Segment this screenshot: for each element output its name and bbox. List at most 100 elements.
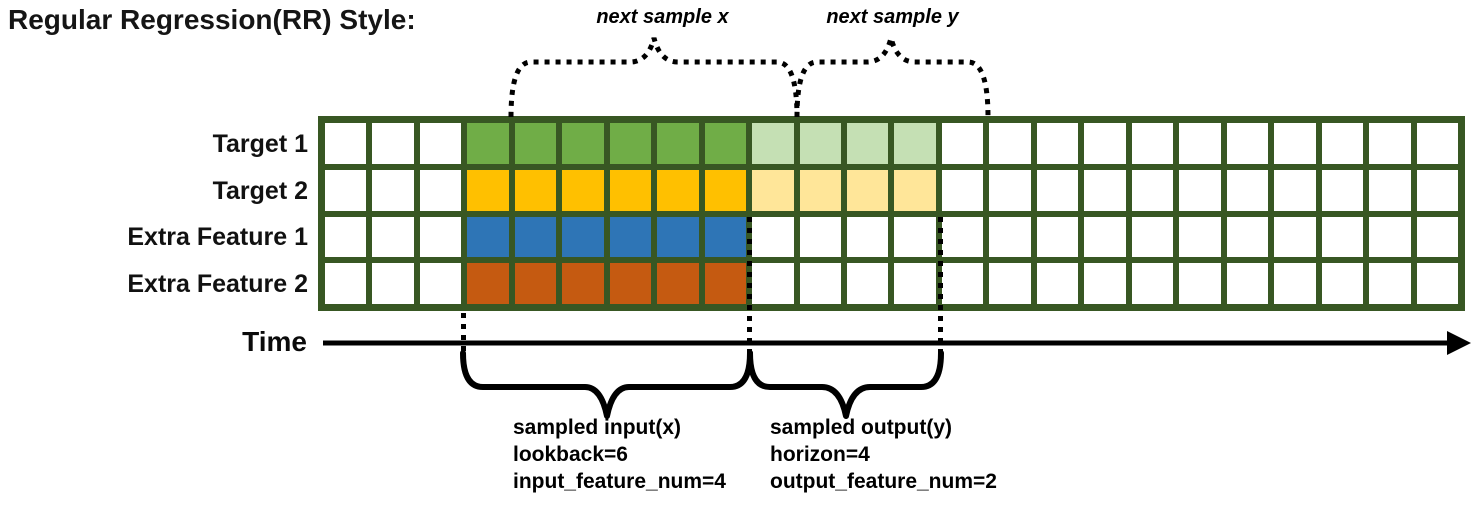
grid-cell (1036, 216, 1079, 258)
sampled-output-caption: sampled output(y) horizon=4 output_featu… (770, 414, 997, 495)
grid-cell (1036, 263, 1079, 304)
grid-cell (941, 216, 984, 258)
grid-cell (514, 216, 557, 258)
grid-cell (941, 169, 984, 211)
grid-cell (325, 123, 367, 164)
grid-cell (847, 263, 889, 304)
grid-cell (467, 216, 509, 258)
grid-cell (847, 216, 889, 258)
grid-cell (372, 216, 414, 258)
grid-cell (609, 263, 652, 304)
grid-cell (1084, 169, 1126, 211)
grid-cell (609, 216, 652, 258)
grid-cell (1179, 263, 1221, 304)
next-sample-y-brace (794, 37, 991, 118)
grid-cell (894, 216, 936, 258)
time-series-grid (318, 116, 1465, 311)
grid-cell (704, 169, 747, 211)
grid-cell (1036, 169, 1079, 211)
grid-cell (325, 169, 367, 211)
grid-cell (419, 263, 462, 304)
grid-cell (1036, 123, 1079, 164)
grid-cell (1274, 216, 1316, 258)
grid-cell (894, 263, 936, 304)
sampled-input-title: sampled input(x) (513, 416, 682, 439)
grid-cell (325, 263, 367, 304)
grid-cell (1321, 169, 1364, 211)
grid-cell (704, 216, 747, 258)
row-label-extra-feature-2: Extra Feature 2 (127, 270, 308, 298)
grid-cell (1179, 216, 1221, 258)
grid-cell (1369, 216, 1411, 258)
grid-cell (1416, 263, 1458, 304)
sampled-output-title: sampled output(y) (770, 416, 952, 439)
grid-cell (419, 123, 462, 164)
grid-cell (799, 169, 842, 211)
grid-cell (1274, 263, 1316, 304)
grid-cell (1416, 169, 1458, 211)
grid-cell (989, 216, 1031, 258)
grid-cell (989, 263, 1031, 304)
grid-cell (467, 263, 509, 304)
grid-cell (704, 123, 747, 164)
grid-cell (467, 169, 509, 211)
grid-cell (799, 123, 842, 164)
row-label-extra-feature-1: Extra Feature 1 (127, 223, 308, 251)
grid-cell (799, 263, 842, 304)
grid-cell (847, 123, 889, 164)
row-label-target-1: Target 1 (212, 130, 308, 158)
grid-cell (941, 263, 984, 304)
sampled-output-brace (747, 350, 944, 419)
time-axis-arrowhead (1447, 331, 1471, 355)
grid-cell (609, 169, 652, 211)
grid-cell (704, 263, 747, 304)
grid-cell (1274, 123, 1316, 164)
grid-cell (1274, 169, 1316, 211)
grid-cell (1226, 263, 1269, 304)
grid-cell (372, 263, 414, 304)
next-sample-x-label: next sample x (596, 6, 729, 28)
grid-cell (1179, 123, 1221, 164)
grid-cell (1226, 216, 1269, 258)
grid-cell (657, 216, 699, 258)
grid-cell (419, 169, 462, 211)
grid-cell (562, 216, 604, 258)
grid-cell (657, 169, 699, 211)
grid-cell (419, 216, 462, 258)
grid-cell (1226, 123, 1269, 164)
grid-cell (562, 169, 604, 211)
grid-cell (1131, 263, 1174, 304)
horizon-value: horizon=4 (770, 443, 870, 466)
lookback-value: lookback=6 (513, 443, 628, 466)
grid-cell (989, 123, 1031, 164)
sampled-input-brace (460, 350, 753, 419)
grid-cell (1226, 169, 1269, 211)
grid-cell (514, 263, 557, 304)
grid-cell (752, 216, 794, 258)
grid-cell (1179, 169, 1221, 211)
row-label-target-2: Target 2 (212, 177, 308, 205)
grid-cell (1131, 216, 1174, 258)
grid-cell (1369, 123, 1411, 164)
grid-cell (1084, 216, 1126, 258)
sampled-input-caption: sampled input(x) lookback=6 input_featur… (513, 414, 726, 495)
time-axis-label: Time (242, 326, 307, 357)
grid-cell (372, 169, 414, 211)
grid-cell (372, 123, 414, 164)
grid-cell (752, 263, 794, 304)
grid-cell (562, 123, 604, 164)
grid-cell (562, 263, 604, 304)
grid-cell (1369, 169, 1411, 211)
grid-cell (752, 123, 794, 164)
grid-cell (1321, 216, 1364, 258)
grid-cell (1321, 123, 1364, 164)
grid-cell (894, 123, 936, 164)
grid-cell (894, 169, 936, 211)
grid-cell (989, 169, 1031, 211)
grid-cell (799, 216, 842, 258)
grid-cell (657, 123, 699, 164)
grid-cell (1131, 123, 1174, 164)
grid-cell (325, 216, 367, 258)
grid-cell (657, 263, 699, 304)
